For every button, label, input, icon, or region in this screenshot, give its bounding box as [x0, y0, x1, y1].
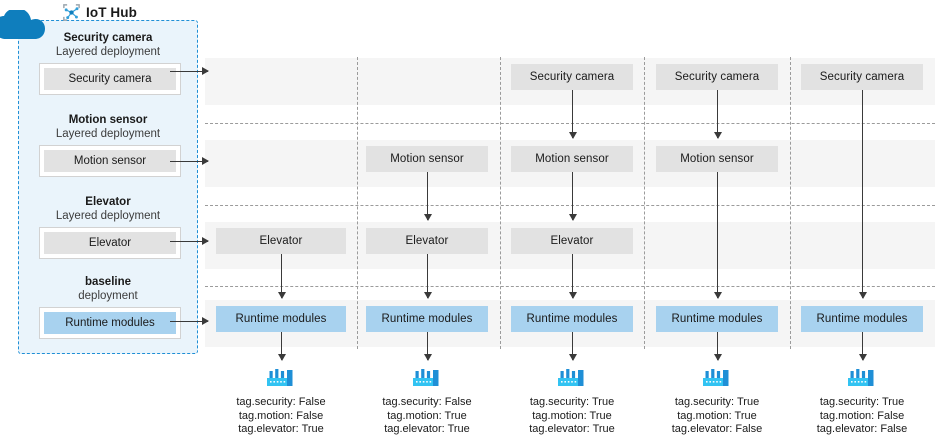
factory-icon: [848, 369, 874, 386]
connector-runtime-to-device-3: [568, 332, 577, 361]
factory-icon: [267, 369, 293, 386]
cloud-icon: [0, 10, 45, 39]
device-tags-device-1: tag.security: False tag.motion: False ta…: [206, 396, 356, 437]
node-elevator-device-1[interactable]: Elevator: [216, 228, 346, 254]
device-tags-device-3: tag.security: True tag.motion: True tag.…: [497, 396, 647, 437]
connector-hub-security-camera: [170, 67, 209, 76]
group-title: Security camera: [63, 32, 153, 44]
node-elevator-device-2[interactable]: Elevator: [366, 228, 488, 254]
connector-runtime-to-device-2: [423, 332, 432, 361]
tag-security: tag.security: True: [674, 396, 760, 408]
connector-runtime-to-device-4: [713, 332, 722, 361]
device-tags-device-2: tag.security: False tag.motion: True tag…: [352, 396, 502, 437]
tag-motion: tag.motion: True: [387, 409, 467, 422]
node-security-camera-device-3[interactable]: Security camera: [511, 64, 633, 90]
node-security-camera-device-5[interactable]: Security camera: [801, 64, 923, 90]
column-separator-4: [790, 57, 791, 349]
factory-icon: [703, 369, 729, 386]
tag-elevator: tag.elevator: True: [529, 423, 615, 435]
node-runtime-modules-device-2[interactable]: Runtime modules: [366, 306, 488, 332]
tag-security: tag.security: True: [529, 396, 615, 408]
hub-node-frame-runtime-modules[interactable]: Runtime modules: [39, 307, 181, 339]
node-motion-sensor-device-2[interactable]: Motion sensor: [366, 146, 488, 172]
connector-hub-elevator: [170, 237, 209, 246]
node-runtime-modules-device-5[interactable]: Runtime modules: [801, 306, 923, 332]
node-runtime-modules-device-4[interactable]: Runtime modules: [656, 306, 778, 332]
column-separator-3: [644, 57, 645, 349]
row-separator-3: [205, 286, 935, 287]
connector-motion-to-elevator-device-2: [423, 172, 432, 221]
deployment-group-baseline: baseline deployment: [19, 275, 197, 303]
iot-hub-icon: [63, 3, 80, 21]
hub-node-frame-elevator[interactable]: Elevator: [39, 227, 181, 259]
connector-hub-motion-sensor: [170, 157, 209, 166]
tag-motion: tag.motion: False: [819, 409, 905, 422]
factory-icon: [413, 369, 439, 386]
factory-icon: [558, 369, 584, 386]
node-motion-sensor-device-3[interactable]: Motion sensor: [511, 146, 633, 172]
deployment-group-motion-sensor: Motion sensor Layered deployment: [19, 113, 197, 141]
iot-hub-header: IoT Hub: [62, 2, 137, 22]
hub-node-security-camera[interactable]: Security camera: [44, 68, 176, 90]
hub-node-runtime-modules[interactable]: Runtime modules: [44, 312, 176, 334]
column-separator-2: [500, 57, 501, 349]
connector-runtime-to-device-1: [277, 332, 286, 361]
group-title: baseline: [84, 276, 132, 288]
deployment-group-elevator: Elevator Layered deployment: [19, 195, 197, 223]
hub-node-frame-security-camera[interactable]: Security camera: [39, 63, 181, 95]
connector-camera-to-motion-device-3: [568, 90, 577, 139]
group-title: Motion sensor: [68, 114, 148, 126]
tag-motion: tag.motion: False: [238, 409, 324, 422]
node-motion-sensor-device-4[interactable]: Motion sensor: [656, 146, 778, 172]
row-separator-1: [205, 123, 935, 124]
group-subtitle: Layered deployment: [55, 46, 161, 58]
iot-hub-title: IoT Hub: [86, 4, 137, 20]
connector-runtime-to-device-5: [858, 332, 867, 361]
tag-security: tag.security: False: [236, 396, 326, 408]
node-runtime-modules-device-1[interactable]: Runtime modules: [216, 306, 346, 332]
connector-hub-runtime-modules: [170, 317, 209, 326]
column-separator-1: [357, 57, 358, 349]
group-subtitle: deployment: [78, 290, 138, 302]
device-tags-device-5: tag.security: True tag.motion: False tag…: [787, 396, 935, 437]
connector-elevator-to-runtime-device-3: [568, 254, 577, 299]
hub-node-elevator[interactable]: Elevator: [44, 232, 176, 254]
tag-elevator: tag.elevator: False: [671, 423, 763, 435]
connector-motion-to-elevator-device-3: [568, 172, 577, 221]
connector-elevator-to-runtime-device-2: [423, 254, 432, 299]
connector-camera-to-motion-device-4: [713, 90, 722, 139]
device-tags-device-4: tag.security: True tag.motion: True tag.…: [642, 396, 792, 437]
tag-elevator: tag.elevator: True: [238, 423, 324, 435]
group-subtitle: Layered deployment: [55, 128, 161, 140]
hub-node-frame-motion-sensor[interactable]: Motion sensor: [39, 145, 181, 177]
deployment-group-security-camera: Security camera Layered deployment: [19, 31, 197, 59]
connector-elevator-to-runtime-device-1: [277, 254, 286, 299]
connector-motion-to-runtime-device-4: [713, 172, 722, 299]
row-separator-2: [205, 205, 935, 206]
tag-elevator: tag.elevator: True: [384, 423, 470, 435]
group-title: Elevator: [85, 196, 131, 208]
tag-security: tag.security: True: [819, 396, 905, 408]
tag-motion: tag.motion: True: [677, 409, 757, 422]
group-subtitle: Layered deployment: [55, 210, 161, 222]
iot-hub-panel: Security camera Layered deployment Secur…: [18, 20, 198, 354]
node-runtime-modules-device-3[interactable]: Runtime modules: [511, 306, 633, 332]
hub-node-motion-sensor[interactable]: Motion sensor: [44, 150, 176, 172]
node-elevator-device-3[interactable]: Elevator: [511, 228, 633, 254]
node-security-camera-device-4[interactable]: Security camera: [656, 64, 778, 90]
tag-elevator: tag.elevator: False: [816, 423, 908, 435]
tag-security: tag.security: False: [382, 396, 472, 408]
tag-motion: tag.motion: True: [532, 409, 612, 422]
connector-camera-to-runtime-device-5: [858, 90, 867, 299]
